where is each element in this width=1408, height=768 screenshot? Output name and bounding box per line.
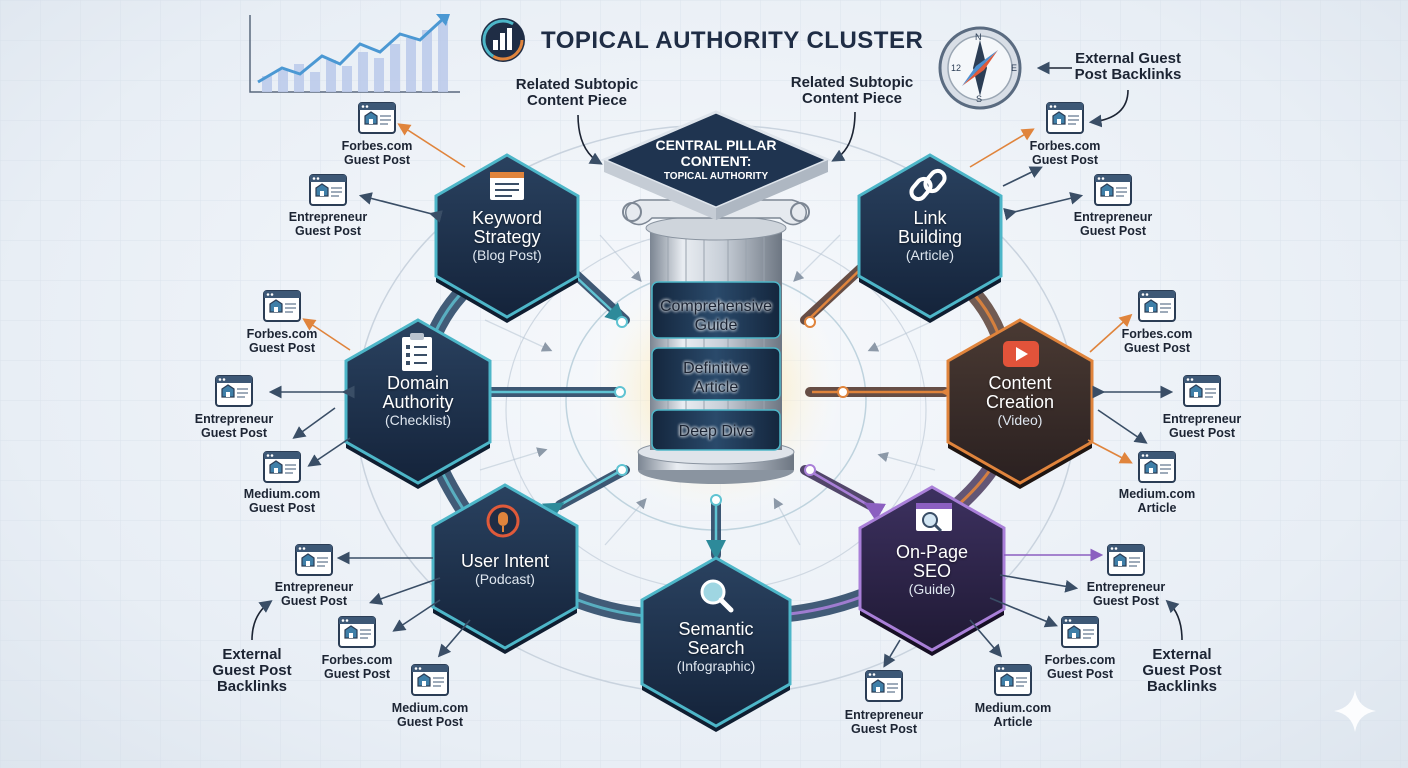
hex-user-intent (431, 483, 579, 654)
compass-e: E (1011, 63, 1018, 73)
compass-icon (938, 26, 1022, 110)
node-subtitle: (Infographic) (676, 658, 756, 674)
node-subtitle: (Article) (905, 247, 955, 263)
related-subtopic-right: Related Subtopic Content Piece (790, 74, 914, 107)
backlink-label: Entrepreneur Guest Post (1086, 580, 1166, 608)
central-pillar (600, 110, 832, 484)
backlink-label: Forbes.com Guest Post (341, 139, 413, 167)
external-backlinks-top-right: External Guest Post Backlinks (1074, 50, 1182, 83)
node-subtitle: (Podcast) (475, 571, 535, 587)
node-title: User Intent (460, 551, 550, 571)
node-domain-authority: Domain Authority (Checklist) (348, 374, 488, 429)
node-subtitle: (Video) (997, 412, 1043, 428)
node-title: Link Building (897, 208, 963, 247)
node-subtitle: (Checklist) (384, 412, 452, 428)
pillar-label-guide: Comprehensive Guide (659, 298, 773, 334)
pillar-label-deep-dive: Deep Dive (678, 423, 754, 440)
backlink-label: Medium.com Guest Post (391, 701, 469, 729)
backlink-label: Forbes.com Guest Post (321, 653, 393, 681)
pillar-cap-title: CENTRAL PILLAR CONTENT: (655, 137, 777, 169)
backlink-label: Entrepreneur Guest Post (1073, 210, 1153, 238)
node-title: On-Page SEO (895, 542, 969, 581)
node-title: Keyword Strategy (471, 208, 543, 247)
compass-s: S (976, 94, 983, 104)
hex-semantic-search (640, 556, 792, 732)
backlink-label: Forbes.com Guest Post (246, 327, 318, 355)
pillar-cap-subtitle: TOPICAL AUTHORITY (663, 171, 769, 182)
backlink-label: Forbes.com Guest Post (1121, 327, 1193, 355)
node-on-page-seo: On-Page SEO (Guide) (862, 543, 1002, 598)
backlink-label: Entrepreneur Guest Post (1162, 412, 1242, 440)
hex-keyword-strategy (434, 153, 580, 323)
node-content-creation: Content Creation (Video) (950, 374, 1090, 429)
hex-domain-authority (344, 318, 492, 489)
pillar-label-article: Definitive Article (683, 360, 749, 396)
node-keyword-strategy: Keyword Strategy (Blog Post) (437, 209, 577, 264)
node-title: Content Creation (985, 373, 1055, 412)
hex-on-page-seo (858, 485, 1006, 656)
backlink-label: Medium.com Guest Post (243, 487, 321, 515)
logo-chart-icon (481, 18, 525, 62)
backlink-label: Entrepreneur Guest Post (844, 708, 924, 736)
node-title: Domain Authority (382, 373, 454, 412)
backlink-label: Entrepreneur Guest Post (274, 580, 354, 608)
related-subtopic-left: Related Subtopic Content Piece (515, 76, 639, 109)
hex-link-building (857, 153, 1003, 323)
backlink-label: Medium.com Article (974, 701, 1052, 729)
sparkle-icon (1334, 690, 1376, 732)
page-title: TOPICAL AUTHORITY CLUSTER (541, 27, 924, 54)
trend-chart-icon (249, 14, 460, 93)
external-backlinks-bottom-left: External Guest Post Backlinks (212, 646, 292, 695)
compass-w: 12 (951, 63, 962, 73)
node-semantic-search: Semantic Search (Infographic) (646, 620, 786, 675)
backlink-label: Entrepreneur Guest Post (288, 210, 368, 238)
hex-content-creation (946, 318, 1094, 489)
node-subtitle: (Blog Post) (472, 247, 542, 263)
backlink-label: Forbes.com Guest Post (1044, 653, 1116, 681)
node-title: Semantic Search (678, 619, 754, 658)
backlink-label: Forbes.com Guest Post (1029, 139, 1101, 167)
node-link-building: Link Building (Article) (860, 209, 1000, 264)
compass-n: N (975, 32, 982, 42)
backlink-label: Entrepreneur Guest Post (194, 412, 274, 440)
external-backlinks-bottom-right: External Guest Post Backlinks (1142, 646, 1222, 695)
node-user-intent: User Intent (Podcast) (435, 552, 575, 588)
backlink-label: Medium.com Article (1118, 487, 1196, 515)
node-subtitle: (Guide) (908, 581, 956, 597)
